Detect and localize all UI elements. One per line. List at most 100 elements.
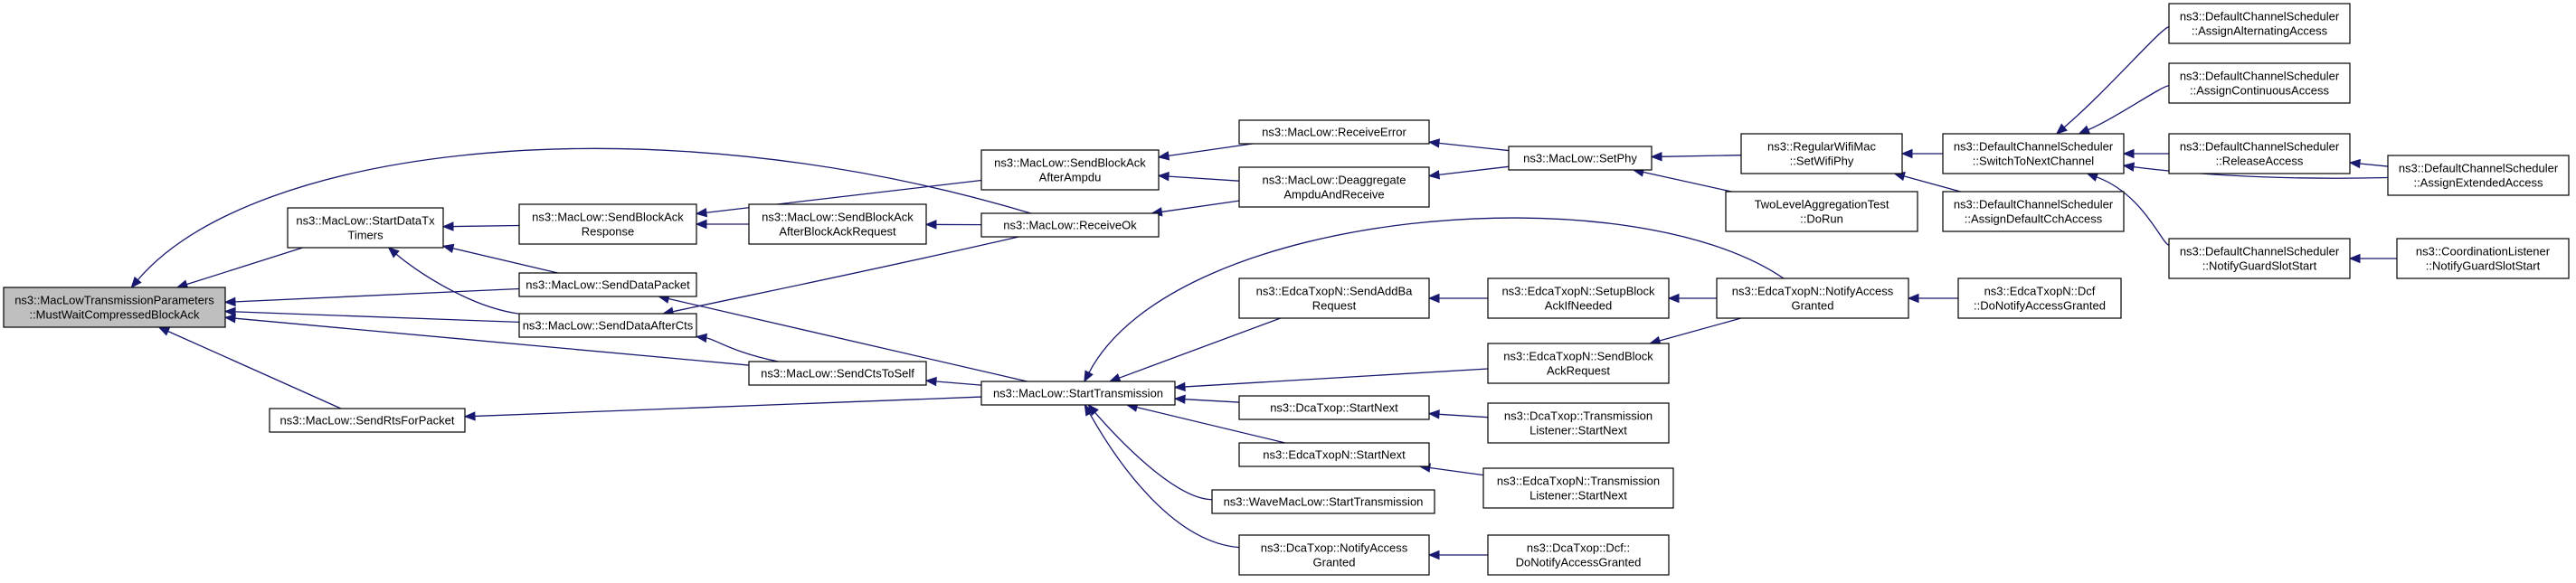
arrowhead-assignExtendedAccess-to-releaseAccess <box>2348 158 2361 169</box>
edge-waveStartTransmission-to-startTransmission <box>1094 411 1213 501</box>
node-sendBlockAckAfterBlockAckRequest[interactable]: ns3::MacLow::SendBlockAckAfterBlockAckRe… <box>748 203 927 245</box>
node-box <box>2168 62 2351 104</box>
node-label: ns3::DcaTxop::Dcf:: <box>1527 541 1630 554</box>
node-label: ns3::DefaultChannelScheduler <box>2180 139 2340 153</box>
node-box <box>748 203 927 245</box>
edge-assignAlternatingAccess-to-switchToNextChannel <box>2063 26 2170 128</box>
node-label: ::MustWaitCompressedBlockAck <box>29 307 200 321</box>
node-dcaNotifyAccessGranted[interactable]: ns3::DcaTxop::NotifyAccessGranted <box>1238 534 1430 576</box>
node-label: ns3::EdcaTxopN::Dcf <box>1984 284 2096 297</box>
edge-startTransmission-to-sendDataPacket <box>668 297 1028 382</box>
node-label: ns3::MacLow::SetPhy <box>1523 151 1637 165</box>
node-box <box>1238 395 1430 420</box>
node-box <box>1487 402 1670 444</box>
node-label: TwoLevelAggregationTest <box>1755 197 1889 211</box>
node-label: ns3::MacLow::ReceiveOk <box>1003 218 1137 231</box>
edge-sendDataPacket-to-root <box>234 287 520 303</box>
node-assignDefaultCchAccess[interactable]: ns3::DefaultChannelScheduler::AssignDefa… <box>1942 191 2125 232</box>
edge-receiveError-to-sendBlockAckAfterAmpdu <box>1168 143 1253 156</box>
node-label: Response <box>582 224 635 238</box>
edge-twoLevelDoRun-to-setPhy <box>1643 171 1732 193</box>
arrowhead-sendBlockAckAfterBlockAckRequest-to-sendBlockAckResponse <box>695 219 707 230</box>
node-twoLevelDoRun[interactable]: TwoLevelAggregationTest::DoRun <box>1725 191 1918 232</box>
node-assignContinuousAccess[interactable]: ns3::DefaultChannelScheduler::AssignCont… <box>2168 62 2351 104</box>
node-label: ::AssignExtendedAccess <box>2413 175 2543 189</box>
node-box <box>3 287 226 328</box>
node-notifyGuardSlotStart[interactable]: ns3::DefaultChannelScheduler::NotifyGuar… <box>2168 238 2351 279</box>
node-waveStartTransmission[interactable]: ns3::WaveMacLow::StartTransmission <box>1211 489 1435 514</box>
node-receiveError[interactable]: ns3::MacLow::ReceiveError <box>1238 119 1430 145</box>
node-box <box>518 203 697 245</box>
node-label: ns3::WaveMacLow::StartTransmission <box>1224 494 1424 508</box>
node-dcaStartNext[interactable]: ns3::DcaTxop::StartNext <box>1238 395 1430 420</box>
node-label: ns3::MacLow::ReceiveError <box>1262 125 1406 138</box>
node-setPhy[interactable]: ns3::MacLow::SetPhy <box>1508 146 1653 171</box>
node-box <box>518 313 697 338</box>
node-sendDataAfterCts[interactable]: ns3::MacLow::SendDataAfterCts <box>518 313 697 338</box>
arrowhead-assignContinuousAccess-to-switchToNextChannel <box>2078 125 2091 135</box>
node-sendCtsToSelf[interactable]: ns3::MacLow::SendCtsToSelf <box>748 361 927 386</box>
node-label: ::NotifyGuardSlotStart <box>2426 259 2541 272</box>
arrowhead-receiveOk-to-sendBlockAckAfterBlockAckRequest <box>924 220 937 230</box>
node-switchToNextChannel[interactable]: ns3::DefaultChannelScheduler::SwitchToNe… <box>1942 133 2125 174</box>
node-sendRtsForPacket[interactable]: ns3::MacLow::SendRtsForPacket <box>269 408 466 433</box>
node-label: Granted <box>1313 555 1356 569</box>
node-box <box>518 272 697 297</box>
node-receiveOk[interactable]: ns3::MacLow::ReceiveOk <box>980 212 1160 238</box>
node-box <box>1942 191 2125 232</box>
node-edcaTransmissionListenerStartNext[interactable]: ns3::EdcaTxopN::TransmissionListener::St… <box>1482 467 1674 509</box>
node-label: ::AssignDefaultCchAccess <box>1965 212 2103 225</box>
node-label: ::AssignContinuousAccess <box>2190 83 2329 97</box>
edge-startDataTxTimers-to-root <box>186 247 303 286</box>
node-coordinationNotifyGuardSlotStart[interactable]: ns3::CoordinationListener::NotifyGuardSl… <box>2396 238 2570 279</box>
node-label: ns3::EdcaTxopN::SendAddBa <box>1256 284 1413 297</box>
node-regularSetWifiPhy[interactable]: ns3::RegularWifiMac::SetWifiPhy <box>1740 133 1903 174</box>
node-startTransmission[interactable]: ns3::MacLow::StartTransmission <box>980 381 1176 406</box>
node-box <box>1238 534 1430 576</box>
node-label: Timers <box>347 228 384 241</box>
node-box <box>1238 119 1430 145</box>
edge-setPhy-to-receiveError <box>1438 142 1510 152</box>
node-assignAlternatingAccess[interactable]: ns3::DefaultChannelScheduler::AssignAlte… <box>2168 3 2351 44</box>
edge-sendCtsToSelf-to-root <box>234 317 750 366</box>
node-dcfDoNotifyAccessGranted[interactable]: ns3::DcaTxop::Dcf::DoNotifyAccessGranted <box>1487 534 1670 576</box>
node-box <box>2168 133 2351 174</box>
arrowhead-dcaNotifyAccessGranted-to-startTransmission <box>1084 403 1094 417</box>
edge-edcaStartNext-to-startTransmission <box>1136 406 1286 444</box>
node-label: ns3::RegularWifiMac <box>1767 139 1876 153</box>
node-edcaStartNext[interactable]: ns3::EdcaTxopN::StartNext <box>1238 442 1430 467</box>
edge-regularSetWifiPhy-to-setPhy <box>1661 155 1742 157</box>
node-label: ns3::MacLow::StartDataTx <box>296 213 435 227</box>
arrowhead-setPhy-to-receiveError <box>1427 138 1440 148</box>
node-label: ns3::MacLow::StartTransmission <box>993 386 1163 400</box>
edge-sendRtsForPacket-to-root <box>167 330 342 409</box>
node-label: ns3::MacLow::SendBlockAck <box>762 210 914 223</box>
node-box <box>1740 133 1903 174</box>
node-releaseAccess[interactable]: ns3::DefaultChannelScheduler::ReleaseAcc… <box>2168 133 2351 174</box>
edge-assignContinuousAccess-to-switchToNextChannel <box>2088 85 2170 131</box>
node-assignExtendedAccess[interactable]: ns3::DefaultChannelScheduler::AssignExte… <box>2387 155 2570 196</box>
node-edcaNotifyAccessGranted[interactable]: ns3::EdcaTxopN::NotifyAccessGranted <box>1716 277 1909 319</box>
node-label: ::AssignAlternatingAccess <box>2192 24 2328 37</box>
node-label: ns3::MacLow::SendDataPacket <box>526 277 690 291</box>
node-label: AckIfNeeded <box>1545 298 1612 312</box>
node-label: ns3::MacLow::SendBlockAck <box>532 210 684 223</box>
node-dcaTransmissionListenerStartNext[interactable]: ns3::DcaTxop::TransmissionListener::Star… <box>1487 402 1670 444</box>
arrowhead-sendDataAfterCts-to-root <box>223 306 236 317</box>
edge-startTransmission-to-sendRtsForPacket <box>474 396 982 418</box>
node-box <box>1508 146 1653 171</box>
node-label: AfterAmpdu <box>1039 170 1102 183</box>
node-sendDataPacket[interactable]: ns3::MacLow::SendDataPacket <box>518 272 697 297</box>
node-box <box>980 212 1160 238</box>
edge-sendDataAfterCts-to-startDataTxTimers <box>395 253 520 315</box>
node-label: ns3::DefaultChannelScheduler <box>2180 69 2340 82</box>
node-edcaDcfDoNotifyAccessGranted[interactable]: ns3::EdcaTxopN::Dcf::DoNotifyAccessGrant… <box>1957 277 2122 319</box>
node-box <box>1238 277 1430 319</box>
